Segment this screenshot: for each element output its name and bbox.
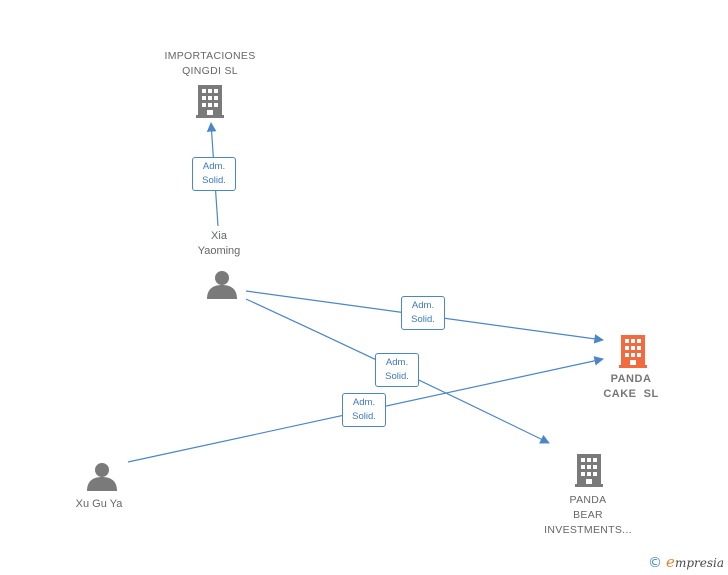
building-icon[interactable] (619, 335, 647, 368)
node-label-panda-bear[interactable]: PANDA BEAR INVESTMENTS... (544, 494, 632, 536)
building-icon[interactable] (196, 85, 224, 118)
edge-label-role[interactable]: Adm. Solid. (192, 157, 236, 191)
node-label-importaciones[interactable]: IMPORTACIONES QINGDI SL (164, 50, 256, 77)
edge-label-role[interactable]: Adm. Solid. (342, 393, 386, 427)
edge-label-role[interactable]: Adm. Solid. (401, 296, 445, 330)
node-label-panda-cake[interactable]: PANDA CAKE SL (603, 373, 659, 400)
node-label-xia-yaoming[interactable]: Xia Yaoming (197, 230, 241, 257)
person-icon[interactable] (87, 463, 117, 491)
empresia-logo: ©empresia (648, 553, 724, 571)
copyright-icon: © (648, 555, 663, 571)
person-icon[interactable] (207, 271, 237, 299)
edge-label-role[interactable]: Adm. Solid. (375, 353, 419, 387)
node-label-xu-gu-ya[interactable]: Xu Gu Ya (75, 498, 123, 510)
building-icon[interactable] (575, 454, 603, 487)
